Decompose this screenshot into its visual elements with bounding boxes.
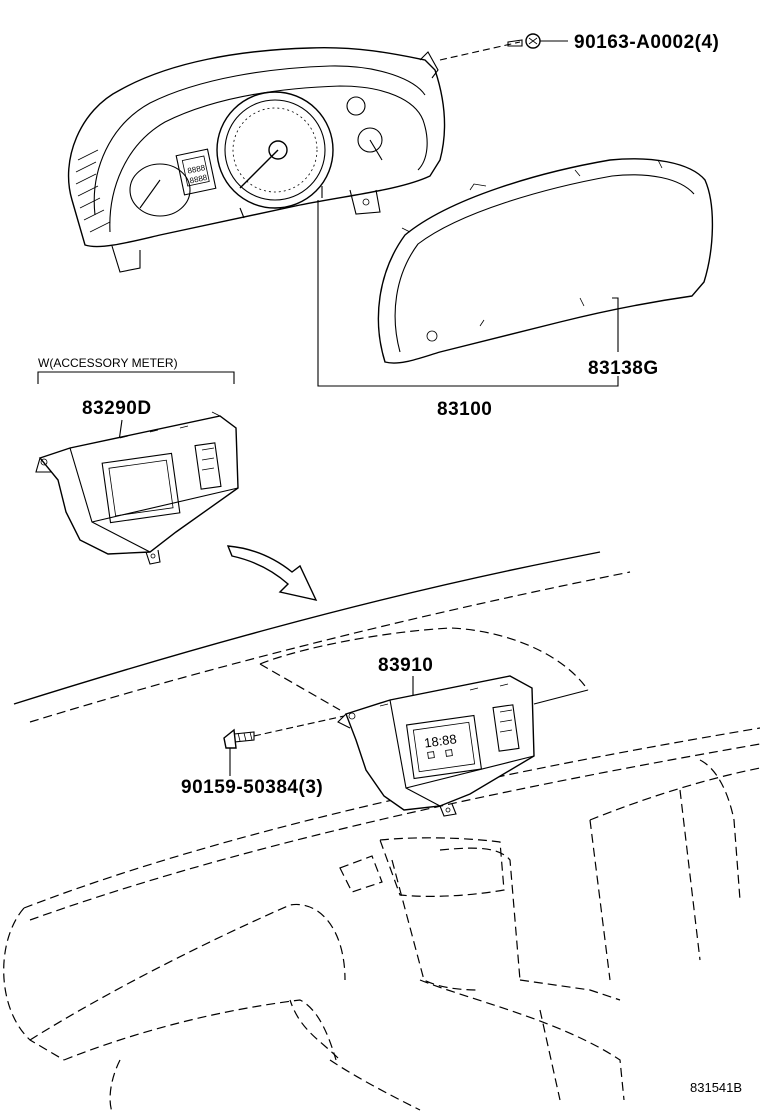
label-screw-top: 90163-A0002(4) bbox=[574, 32, 719, 53]
label-meter-assy: 83100 bbox=[437, 399, 492, 420]
label-screw-bottom: 90159-50384(3) bbox=[181, 777, 323, 798]
clock-illustration: 18:88 bbox=[337, 675, 535, 817]
leader-lines-meter bbox=[317, 200, 619, 387]
screw-top-icon bbox=[439, 33, 568, 61]
meter-lens-illustration bbox=[377, 158, 714, 364]
svg-text:8888: 8888 bbox=[189, 173, 209, 186]
combination-meter-illustration: 8888 8888 bbox=[67, 47, 446, 273]
accessory-bracket bbox=[37, 371, 235, 384]
dashboard-outline bbox=[3, 551, 760, 1112]
clock-display-digits: 18:88 bbox=[423, 731, 457, 750]
figure-code: 831541B bbox=[690, 1080, 742, 1095]
screw-bottom-icon bbox=[223, 715, 345, 776]
label-clock: 83910 bbox=[378, 655, 433, 676]
label-accessory-note: W(ACCESSORY METER) bbox=[38, 356, 178, 370]
replacement-arrow-icon bbox=[226, 545, 318, 601]
label-lens: 83138G bbox=[588, 358, 659, 379]
accessory-meter-illustration bbox=[35, 411, 239, 565]
label-accessory-meter: 83290D bbox=[82, 398, 152, 419]
svg-text:8888: 8888 bbox=[187, 163, 207, 176]
